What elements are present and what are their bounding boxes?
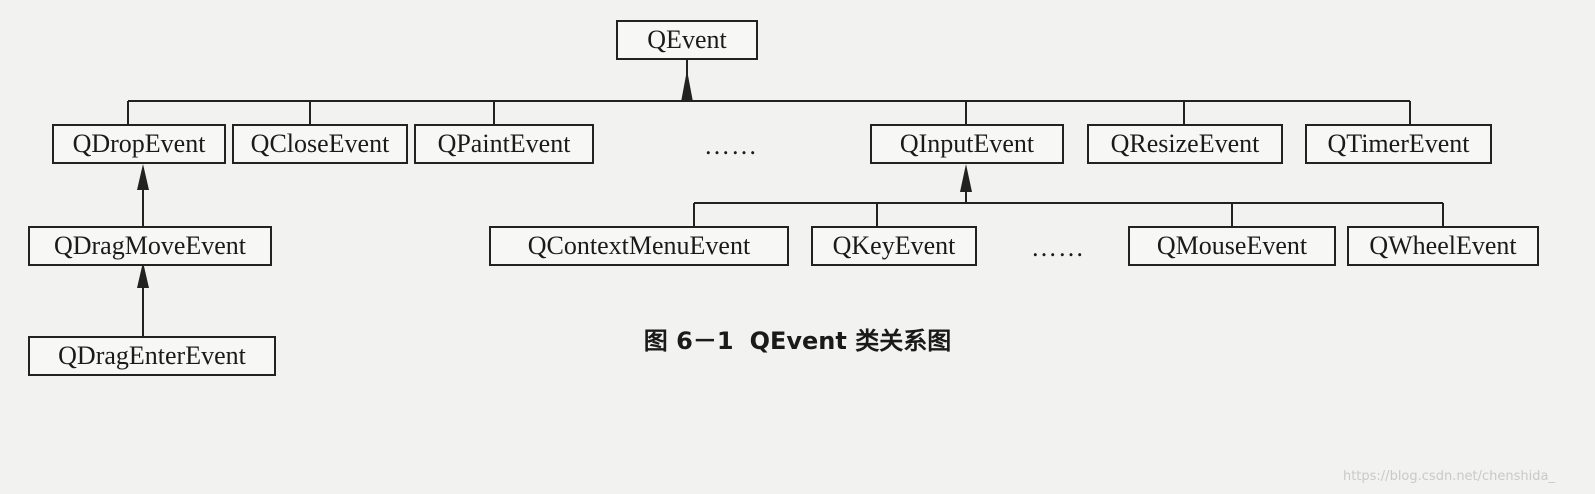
dragenter-arrowhead bbox=[137, 262, 149, 288]
level2-ellipsis: …… bbox=[1031, 233, 1085, 262]
figure-caption: 图 6－1 QEvent 类关系图 bbox=[0, 318, 1595, 358]
qevent-node: QEvent bbox=[616, 20, 758, 60]
qinputevent-node: QInputEvent bbox=[870, 124, 1064, 164]
qcloseevent-node: QCloseEvent bbox=[232, 124, 408, 164]
figure-label: 图 6－1 bbox=[643, 326, 734, 355]
watermark: https://blog.csdn.net/chenshida_ bbox=[1342, 469, 1555, 484]
input-arrowhead bbox=[960, 164, 972, 192]
level1-ellipsis: …… bbox=[704, 131, 758, 160]
qtimerevent-node: QTimerEvent bbox=[1305, 124, 1492, 164]
qresizeevent-node: QResizeEvent bbox=[1087, 124, 1283, 164]
qdragmoveevent-node: QDragMoveEvent bbox=[28, 226, 272, 266]
qdragenterevent-node: QDragEnterEvent bbox=[28, 336, 276, 376]
qwheelevent-node: QWheelEvent bbox=[1347, 226, 1539, 266]
qdropevent-node: QDropEvent bbox=[52, 124, 226, 164]
qpaintevent-node: QPaintEvent bbox=[414, 124, 594, 164]
qmouseevent-node: QMouseEvent bbox=[1128, 226, 1336, 266]
figure-title: QEvent 类关系图 bbox=[749, 326, 952, 355]
root-arrowhead bbox=[681, 70, 693, 102]
qkeyevent-node: QKeyEvent bbox=[811, 226, 977, 266]
qcontextmenuevent-node: QContextMenuEvent bbox=[489, 226, 789, 266]
dragmove-arrowhead bbox=[137, 164, 149, 190]
